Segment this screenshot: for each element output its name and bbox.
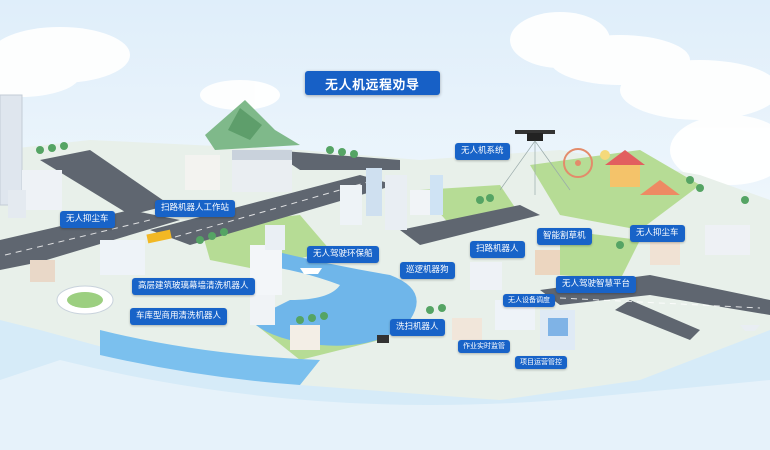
- label-dust-truck-right[interactable]: 无人抑尘车: [630, 225, 685, 242]
- page-title: 无人机远程劝导: [305, 71, 440, 95]
- label-dust-truck-left[interactable]: 无人抑尘车: [60, 211, 115, 228]
- label-drone-system[interactable]: 无人机系统: [455, 143, 510, 160]
- label-realtime-monitor[interactable]: 作业实时监管: [458, 340, 510, 353]
- clouds: [0, 12, 770, 185]
- label-sweeper-station[interactable]: 扫路机器人工作站: [155, 200, 236, 217]
- label-garage-robot[interactable]: 车库型商用清洗机器人: [130, 308, 228, 325]
- sweeper-vehicle-icon: [377, 335, 389, 343]
- label-device-dispatch[interactable]: 无人设备调度: [503, 294, 555, 307]
- label-smart-platform[interactable]: 无人驾驶智慧平台: [556, 276, 637, 293]
- label-patrol-dog[interactable]: 巡逻机器狗: [400, 262, 455, 279]
- label-glass-curtain-robot[interactable]: 高层建筑玻璃幕墙清洗机器人: [132, 278, 255, 295]
- bus-icon: [146, 229, 172, 244]
- label-project-control[interactable]: 项目运营管控: [515, 356, 567, 369]
- label-sweeper-robot[interactable]: 扫路机器人: [470, 241, 525, 258]
- drone-icon: [499, 130, 571, 195]
- label-wash-robot[interactable]: 洗扫机器人: [390, 319, 445, 336]
- label-lawn-mower[interactable]: 智能割草机: [537, 228, 592, 245]
- label-driverless-boat[interactable]: 无人驾驶环保船: [307, 246, 379, 263]
- buildings: [0, 94, 750, 350]
- trees: [36, 142, 749, 324]
